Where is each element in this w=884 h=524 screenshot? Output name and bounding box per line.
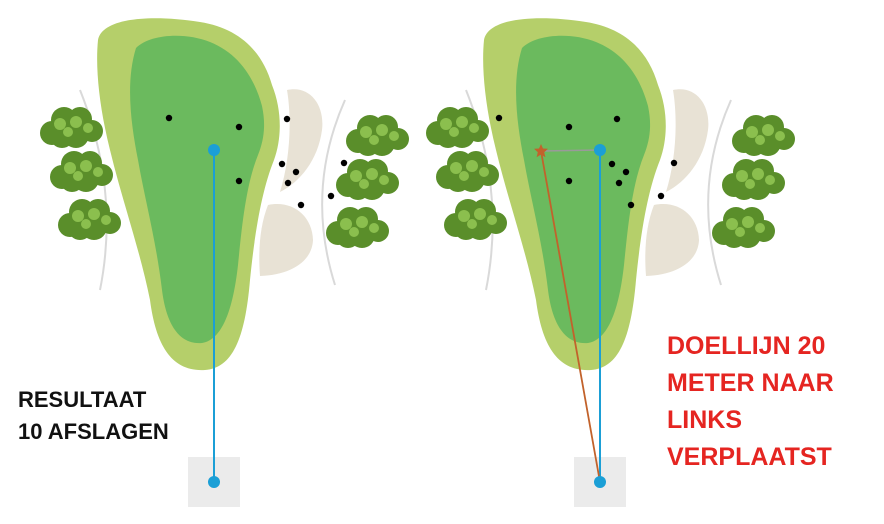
tee-point [208,476,220,488]
tee-point [594,476,606,488]
bush-icon [712,207,775,248]
shot-dot [627,201,635,209]
bunker-lower [645,204,699,276]
offset-line [540,149,601,152]
bunker-upper [280,89,323,192]
shot-dot [165,114,173,122]
caption-line: LINKS [667,406,742,434]
shot-dot [340,159,348,167]
bush-icon [326,207,389,248]
hole-left [40,18,409,507]
bunker-lower [259,204,313,276]
rough-line-right [321,99,346,286]
shot-dot [235,123,243,131]
shot-dot [292,168,300,176]
star-icon [534,144,548,158]
bush-icon [58,199,121,240]
shot-dot [615,179,623,187]
hole-right [426,18,795,507]
bush-icon [436,151,499,192]
caption-line: METER NAAR [667,369,834,397]
shot-dot [565,123,573,131]
bush-icon [426,107,489,148]
caption-line: RESULTAAT [18,387,147,412]
shot-dot [613,115,621,123]
bush-icon [732,115,795,156]
bush-icon [444,199,507,240]
bush-icon [346,115,409,156]
shot-dots [165,114,348,209]
shot-dot [284,179,292,187]
bush-icon [50,151,113,192]
caption-line: VERPLAATST [667,443,832,471]
shot-dot [657,192,665,200]
caption-line: 10 AFSLAGEN [18,419,169,444]
bush-icon [722,159,785,200]
bunker-upper [666,89,709,192]
caption-line: DOELLIJN 20 [667,332,826,360]
rough-line-right [707,99,732,286]
shot-dot [622,168,630,176]
shot-dot [608,160,616,168]
shot-dot [327,192,335,200]
fairway-inner [516,35,651,344]
shot-dot [278,160,286,168]
result-caption: RESULTAAT 10 AFSLAGEN [18,384,169,448]
fairway-inner [130,35,265,344]
trees-right [326,115,409,248]
shot-dot [297,201,305,209]
bush-icon [40,107,103,148]
shot-dot [495,114,503,122]
trees-right [712,115,795,248]
shot-dot [670,159,678,167]
corrected-aim-line [540,150,601,483]
target-point [208,144,220,156]
shot-dot [283,115,291,123]
shot-dots [495,114,678,209]
shot-dot [235,177,243,185]
shot-dot [565,177,573,185]
adjustment-caption: DOELLIJN 20 METER NAAR LINKS VERPLAATST [667,328,834,476]
target-point [594,144,606,156]
